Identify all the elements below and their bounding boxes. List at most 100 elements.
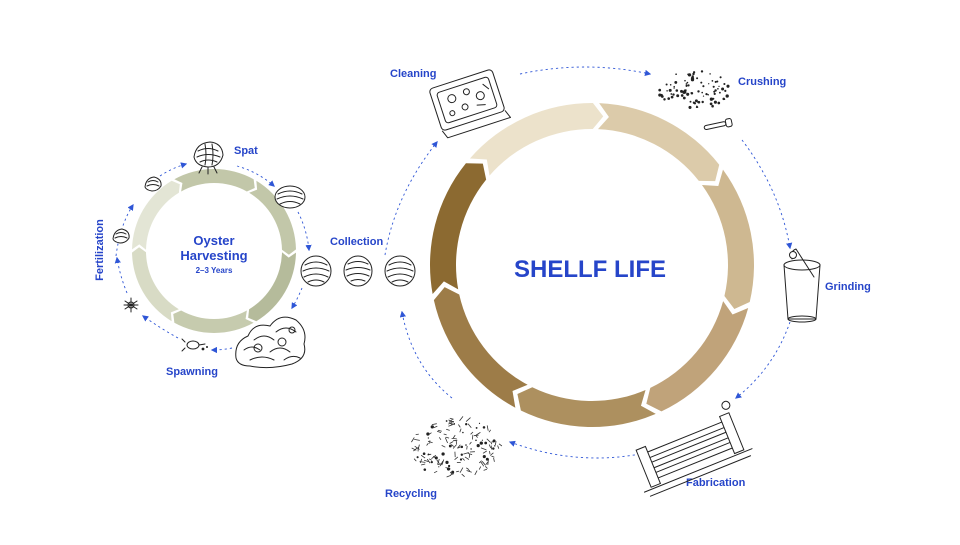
- particle-dot: [684, 80, 686, 82]
- particle-dot: [675, 73, 677, 75]
- particle-dot: [687, 82, 689, 84]
- arrow-cluster-to-spawning: [212, 348, 232, 350]
- particle-fleck: [432, 424, 437, 425]
- particle-dot: [417, 456, 419, 458]
- oyster-harvesting-ring-segment-1: [174, 169, 254, 191]
- particle-dot: [666, 83, 668, 85]
- particle-dot: [693, 71, 695, 73]
- particle-dot: [683, 97, 686, 100]
- cleaning-tray-icon: [429, 68, 511, 139]
- particle-fleck: [451, 474, 454, 475]
- particle-dot: [691, 75, 693, 77]
- particle-dot: [426, 432, 429, 435]
- particle-fleck: [462, 474, 465, 477]
- particle-fleck: [470, 442, 472, 444]
- particle-fleck: [475, 471, 477, 475]
- particle-dot: [701, 92, 703, 94]
- particle-dot: [475, 440, 477, 442]
- particle-fleck: [456, 471, 459, 472]
- particle-dot: [716, 80, 718, 82]
- larva-icon: [124, 298, 138, 312]
- particle-dot: [431, 461, 433, 463]
- particle-fleck: [414, 459, 416, 461]
- particle-dot: [658, 94, 661, 97]
- particle-dot: [658, 89, 661, 92]
- particle-dot: [477, 444, 480, 447]
- particle-dot: [726, 94, 729, 97]
- particle-dot: [486, 458, 489, 461]
- particle-dot: [686, 83, 688, 85]
- arrow-adult-to-cluster: [292, 288, 302, 308]
- particle-fleck: [466, 418, 470, 422]
- particle-fleck: [484, 469, 487, 470]
- particle-dot: [724, 98, 726, 100]
- particle-dot: [465, 444, 467, 446]
- particle-dot: [696, 77, 698, 79]
- particle-dot: [484, 442, 487, 445]
- particle-dot: [483, 426, 486, 429]
- shell-life-ring-segment-7: [430, 163, 486, 294]
- small-oyster-icon: [145, 177, 161, 191]
- arrow-spawning-to-larva: [143, 316, 178, 338]
- particle-fleck: [490, 451, 491, 454]
- particle-fleck: [445, 438, 447, 443]
- particle-dot: [713, 86, 715, 88]
- particle-dot: [697, 102, 698, 103]
- crushed-shell-icon: [703, 118, 732, 132]
- particle-dot: [447, 467, 450, 470]
- particle-dot: [674, 81, 677, 84]
- particle-dot: [712, 80, 714, 82]
- particle-dot: [661, 95, 664, 98]
- particle-dot: [701, 101, 703, 103]
- particle-fleck: [491, 456, 494, 457]
- particle-fleck: [476, 432, 480, 435]
- particle-fleck: [442, 445, 446, 447]
- particle-dot: [428, 437, 429, 438]
- particle-fleck: [466, 468, 469, 470]
- particle-fleck: [487, 425, 488, 430]
- particle-dot: [441, 452, 444, 455]
- particle-dot: [697, 90, 699, 92]
- particle-fleck: [450, 418, 454, 419]
- particle-fleck: [450, 442, 453, 444]
- particle-dot: [424, 468, 427, 471]
- particle-fleck: [468, 424, 471, 428]
- particle-fleck: [434, 426, 437, 427]
- label-spawning: Spawning: [166, 366, 218, 378]
- shell-life-ring-segment-3: [702, 170, 754, 309]
- particle-fleck: [498, 446, 499, 449]
- particle-dot: [719, 92, 721, 94]
- particle-dot: [681, 94, 684, 97]
- particle-fleck: [437, 431, 441, 432]
- particle-dot: [690, 101, 692, 103]
- grinder-cup-icon: [784, 249, 820, 322]
- label-collection: Collection: [330, 236, 383, 248]
- particle-dot: [435, 456, 438, 459]
- particle-dot: [438, 466, 439, 467]
- particle-dot: [431, 425, 434, 428]
- particle-dot: [720, 76, 722, 78]
- arrow-grinding-to-fabrication: [736, 322, 790, 398]
- particle-fleck: [428, 441, 433, 443]
- particle-dot: [670, 93, 672, 95]
- label-fabrication: Fabrication: [686, 477, 746, 489]
- shell-life-ring-segment-4: [646, 301, 748, 411]
- arrow-juvenile-to-adult: [298, 212, 309, 250]
- particle-fleck: [491, 441, 492, 444]
- particle-dot: [688, 106, 691, 109]
- small-cycle-title-line1: Oyster: [193, 233, 234, 248]
- label-recycling: Recycling: [385, 488, 437, 500]
- particle-fleck: [446, 437, 449, 438]
- oyster-shell-icon: [301, 256, 331, 286]
- particle-dot: [454, 423, 455, 424]
- particle-dot: [461, 454, 463, 456]
- particle-fleck: [471, 432, 473, 434]
- particle-dot: [469, 470, 470, 471]
- particle-dot: [480, 441, 483, 444]
- particle-dot: [673, 87, 674, 88]
- arrow-cleaning-to-crushing: [520, 67, 650, 74]
- particle-dot: [423, 452, 426, 455]
- label-crushing: Crushing: [738, 76, 786, 88]
- recycled-particles-icon: [411, 416, 502, 477]
